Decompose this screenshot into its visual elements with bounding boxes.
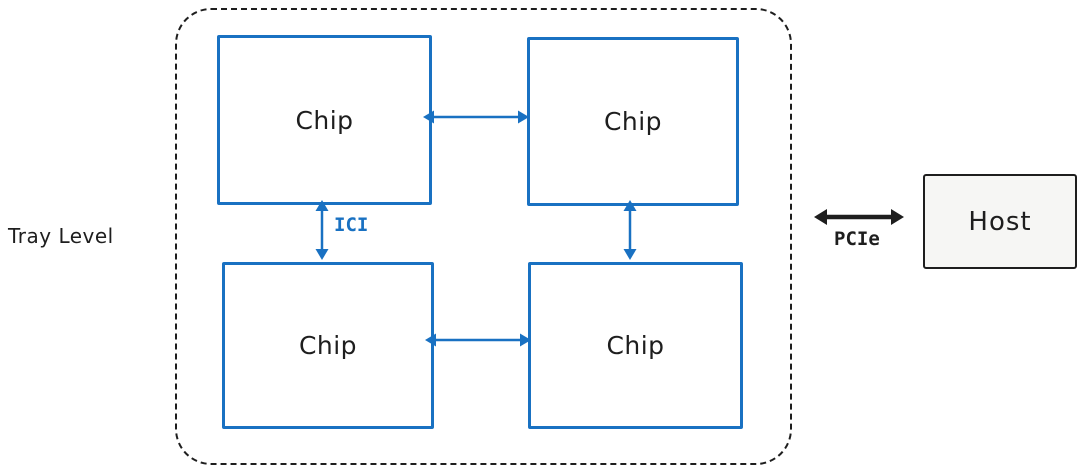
chip-label: Chip bbox=[298, 331, 358, 360]
ici-arrow-right-vertical bbox=[623, 200, 637, 260]
tray-level-label: Tray Level bbox=[8, 224, 114, 248]
host-label: Host bbox=[968, 206, 1032, 237]
host-box: Host bbox=[923, 174, 1077, 269]
pcie-arrow bbox=[814, 209, 904, 225]
tray-boundary-box bbox=[175, 8, 792, 465]
chip-bottom-left: Chip bbox=[222, 262, 434, 429]
chip-bottom-right: Chip bbox=[528, 262, 743, 429]
pcie-link-label: PCIe bbox=[834, 228, 880, 250]
ici-link-label: ICI bbox=[334, 214, 369, 236]
chip-label: Chip bbox=[295, 105, 354, 135]
ici-arrow-left-vertical bbox=[315, 200, 329, 260]
chip-top-right: Chip bbox=[527, 37, 739, 206]
ici-arrow-bottom-horizontal bbox=[425, 333, 531, 347]
chip-label: Chip bbox=[603, 107, 663, 136]
chip-top-left: Chip bbox=[217, 35, 432, 205]
chip-label: Chip bbox=[606, 331, 665, 360]
ici-arrow-top-horizontal bbox=[423, 110, 529, 124]
